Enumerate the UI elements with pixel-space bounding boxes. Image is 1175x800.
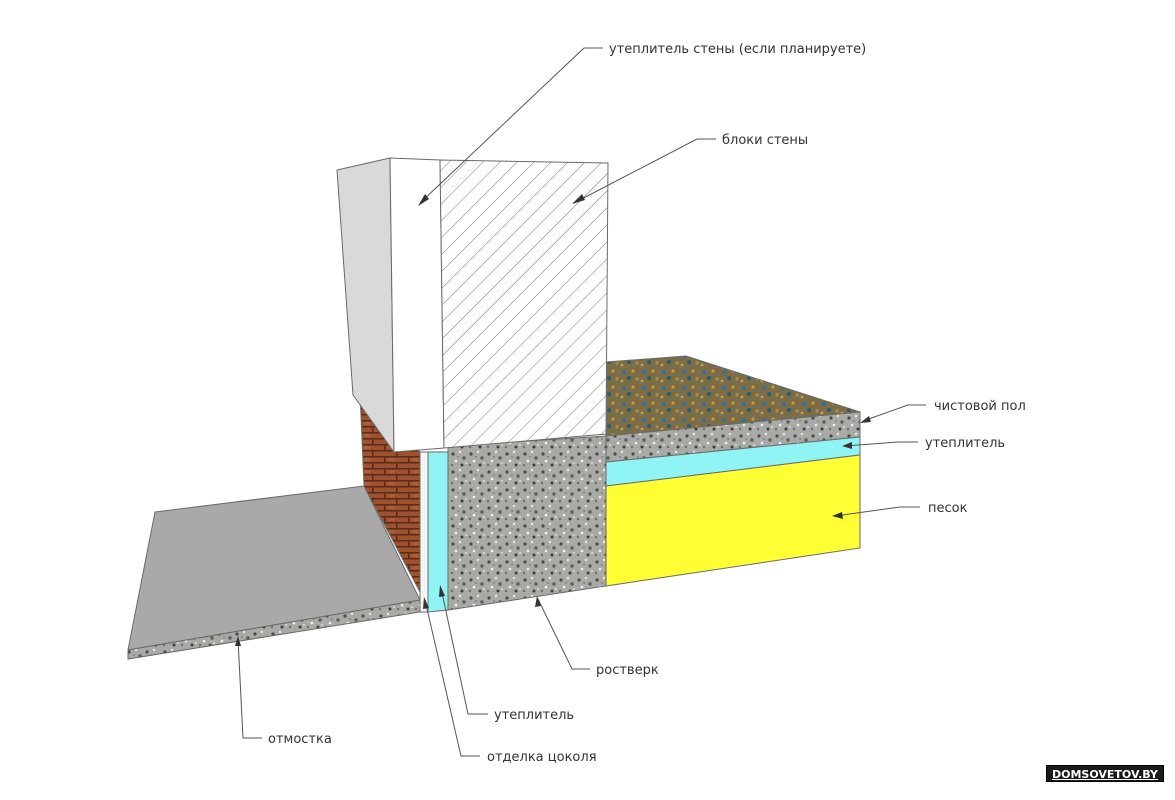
- plinth-finish-leader: [424, 599, 480, 757]
- blind-area-leader: [237, 638, 262, 739]
- wall-blocks-leader: [573, 138, 716, 204]
- finish-floor-arrow: [860, 416, 871, 423]
- plinth-insulation-arrow: [439, 585, 445, 597]
- grillage-label: ростверк: [596, 663, 659, 678]
- wall-insulation-arrow: [418, 194, 429, 206]
- sand-arrow: [832, 512, 843, 519]
- grillage-leader: [537, 598, 590, 670]
- sand-layer: [605, 454, 861, 587]
- sand-leader: [834, 506, 920, 517]
- wall-blocks-label: блоки стены: [722, 133, 808, 148]
- blind-area-arrow: [235, 636, 241, 646]
- blind-area-label: отмостка: [268, 732, 332, 747]
- plinth-insulation-leader: [440, 587, 488, 715]
- plinth-insulation-label: утеплитель: [494, 708, 574, 723]
- plinth-finish-arrow: [423, 597, 429, 609]
- wall-side-face: [336, 157, 395, 454]
- wall-insulation-label: утеплитель стены (если планируете): [609, 42, 866, 57]
- wall-insulation-leader: [419, 47, 603, 204]
- plinth-insulation: [427, 451, 449, 613]
- finish-floor-leader: [862, 404, 926, 422]
- wall-insulation-face: [389, 157, 445, 453]
- sand-label: песок: [928, 501, 968, 516]
- wall-blocks-arrow: [572, 194, 585, 204]
- finish-floor-label: чистовой пол: [934, 399, 1026, 414]
- floor-insulation-arrow: [842, 442, 852, 449]
- wall-blocks-face: [439, 159, 609, 449]
- plinth-finish: [419, 451, 429, 613]
- plinth-finish-label: отделка цоколя: [487, 750, 597, 765]
- grillage-arrow: [535, 596, 541, 607]
- watermark-link[interactable]: DOMSOVETOV.BY: [1046, 765, 1164, 782]
- grillage: [447, 435, 607, 611]
- floor-insulation-label: утеплитель: [925, 436, 1005, 451]
- floor-insulation-leader: [844, 441, 918, 447]
